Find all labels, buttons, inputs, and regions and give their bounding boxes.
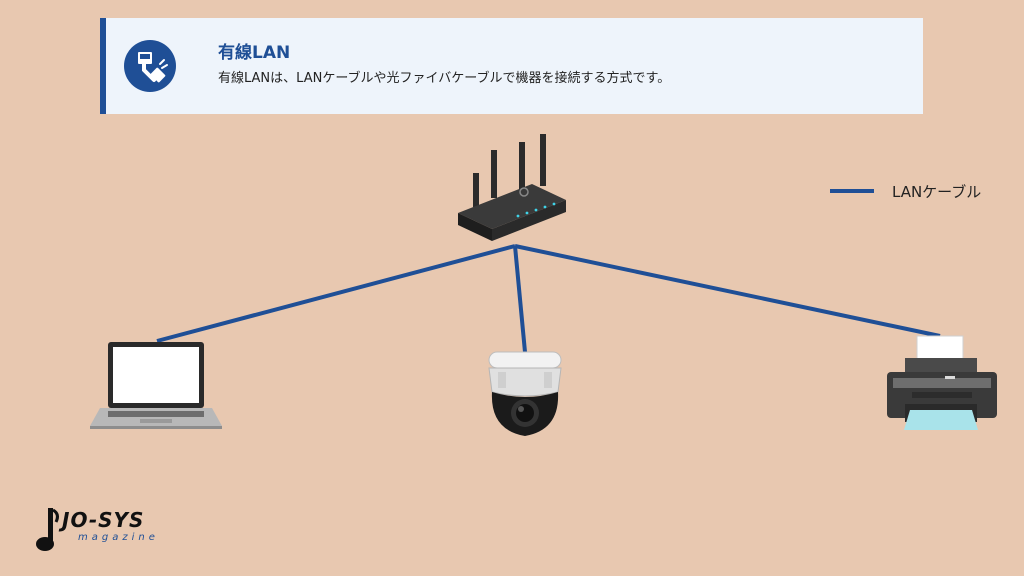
legend-label: LANケーブル xyxy=(892,183,982,201)
logo-subtitle: magazine xyxy=(78,532,159,543)
music-note-icon xyxy=(36,508,59,551)
header-description: 有線LANは、LANケーブルや光ファイバケーブルで機器を接続する方式です。 xyxy=(218,71,671,86)
info-box: 有線LAN 有線LANは、LANケーブルや光ファイバケーブルで機器を接続する方式… xyxy=(100,18,923,114)
security-camera-icon xyxy=(488,351,562,436)
cable-router-printer xyxy=(514,244,941,338)
lan-cable-icon xyxy=(124,40,176,92)
cable-router-camera xyxy=(513,245,527,353)
printer-icon xyxy=(887,335,997,430)
router-icon xyxy=(458,134,566,241)
jo-sys-logo: JO-SYS magazine xyxy=(34,506,184,554)
laptop-icon xyxy=(90,342,222,429)
cables xyxy=(156,244,941,353)
legend-line-swatch xyxy=(830,189,874,193)
header-title: 有線LAN xyxy=(218,43,291,63)
cable-router-laptop xyxy=(156,244,516,343)
logo-name: JO-SYS xyxy=(62,508,145,532)
